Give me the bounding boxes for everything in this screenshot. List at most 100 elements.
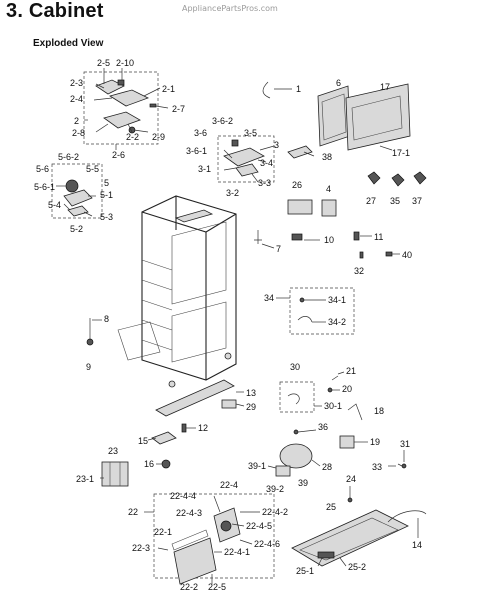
- callout-5-6-2: 5-6-2: [58, 152, 79, 162]
- leader-line-2-7: [155, 105, 169, 109]
- cabinet-freezer-compartment: [171, 301, 227, 363]
- callout-22-4-6: 22-4-6: [254, 539, 280, 549]
- callout-5-2: 5-2: [70, 224, 83, 234]
- callout-22: 22: [128, 507, 138, 517]
- callout-14: 14: [412, 540, 422, 550]
- part-14-shape: [387, 510, 427, 523]
- part-rail-hole-1: [168, 380, 176, 388]
- leader-line-2-3: [95, 83, 105, 89]
- part-6-inner: [321, 93, 347, 141]
- leader-line-2-8: [95, 123, 109, 133]
- callout-22-4: 22-4: [220, 480, 238, 490]
- leader-line-25-1: [317, 557, 323, 567]
- callout-32: 32: [354, 266, 364, 276]
- leader-line-22-4-6: [239, 539, 253, 545]
- callout-22-4-4: 22-4-4: [170, 491, 196, 501]
- part-34-1-shape: [299, 297, 305, 303]
- callout-5-3: 5-3: [100, 212, 113, 222]
- leader-line-22-4-5: [231, 523, 245, 527]
- callout-24: 24: [346, 474, 356, 484]
- part-25-1-shape: [317, 551, 335, 559]
- part-4-shape: [321, 199, 337, 217]
- callout-2: 2: [74, 116, 79, 126]
- part-3-3-shape: [235, 163, 259, 177]
- part-36-shape: [293, 429, 299, 435]
- callout-2-8: 2-8: [72, 128, 85, 138]
- callout-labels: 2-5 2-10 2-3 2-1 2-4 2-7 2 2-8 2-2 2-9 2…: [34, 58, 422, 592]
- assembly-5: [51, 163, 103, 219]
- leader-line-22-4-4: [213, 495, 221, 513]
- callout-3-2: 3-2: [226, 188, 239, 198]
- cabinet-fresh-compartment: [171, 221, 227, 305]
- callout-31: 31: [400, 439, 410, 449]
- callout-16: 16: [144, 459, 154, 469]
- part-rail-hole-2: [224, 352, 232, 360]
- callout-2-5: 2-5: [97, 58, 110, 68]
- part-5-1-shape: [63, 189, 93, 207]
- callout-30: 30: [290, 362, 300, 372]
- leader-line-5-4: [63, 203, 71, 211]
- part-32-shape: [359, 251, 364, 259]
- part-22-1-shape: [171, 529, 209, 551]
- callout-36: 36: [318, 422, 328, 432]
- callout-2-4: 2-4: [70, 94, 83, 104]
- callout-13: 13: [246, 388, 256, 398]
- part-22-2-shape: [173, 537, 217, 585]
- callout-3-4: 3-4: [260, 158, 273, 168]
- part-29-shape: [221, 399, 237, 409]
- callout-22-4-2: 22-4-2: [262, 507, 288, 517]
- leader-line-5-3: [83, 211, 93, 217]
- callout-25-1: 25-1: [296, 566, 314, 576]
- part-2-7-shape: [149, 103, 157, 108]
- part-12-shape: [181, 423, 187, 433]
- callout-3-6: 3-6: [194, 128, 207, 138]
- callout-21: 21: [346, 366, 356, 376]
- leader-line-3-3: [251, 173, 259, 183]
- cabinet-rib-3: [141, 299, 173, 311]
- part-1-shape: [262, 81, 271, 99]
- cabinet-side-panel: [117, 321, 161, 361]
- leader-lines: [56, 68, 419, 584]
- callout-33: 33: [372, 462, 382, 472]
- part-19-shape: [339, 435, 355, 449]
- callout-10: 10: [324, 235, 334, 245]
- part-7-shape: [254, 230, 262, 244]
- callout-19: 19: [370, 437, 380, 447]
- leader-line-29: [235, 403, 245, 407]
- cabinet-rib-2: [141, 279, 173, 291]
- leader-line-15: [147, 437, 157, 441]
- assembly-30-box: [279, 381, 315, 413]
- part-17-shape: [345, 83, 411, 151]
- callout-27: 27: [366, 196, 376, 206]
- assembly-5-box: [51, 163, 103, 219]
- callout-34: 34: [264, 293, 274, 303]
- leader-line-3: [259, 145, 275, 151]
- callout-5: 5: [104, 178, 109, 188]
- part-39-1-shape: [275, 465, 291, 477]
- callout-18: 18: [374, 406, 384, 416]
- leader-line-3-4: [257, 159, 267, 163]
- callout-5-6: 5-6: [36, 164, 49, 174]
- leader-line-21: [337, 371, 345, 375]
- leader-line-2-2: [127, 123, 133, 133]
- part-16-shape: [161, 459, 171, 469]
- callout-5-4: 5-4: [48, 200, 61, 210]
- callout-4: 4: [326, 184, 331, 194]
- part-26-shape: [287, 199, 313, 215]
- leader-line-2-9: [133, 129, 149, 133]
- callout-39-2: 39-2: [266, 484, 284, 494]
- callout-22-3: 22-3: [132, 543, 150, 553]
- part-2-4-shape: [109, 89, 150, 107]
- callout-2-1: 2-1: [162, 84, 175, 94]
- cabinet-rib-5: [141, 339, 173, 351]
- part-5-4-shape: [67, 205, 89, 217]
- callout-20: 20: [342, 384, 352, 394]
- callout-39-1: 39-1: [248, 461, 266, 471]
- part-23-shape: [101, 461, 129, 487]
- leader-line-17-1: [379, 145, 393, 151]
- callout-30-1: 30-1: [324, 401, 342, 411]
- callout-1: 1: [296, 84, 301, 94]
- callout-3-1: 3-1: [198, 164, 211, 174]
- part-2-8-shape: [103, 111, 141, 129]
- part-17-1-shape: [351, 95, 403, 141]
